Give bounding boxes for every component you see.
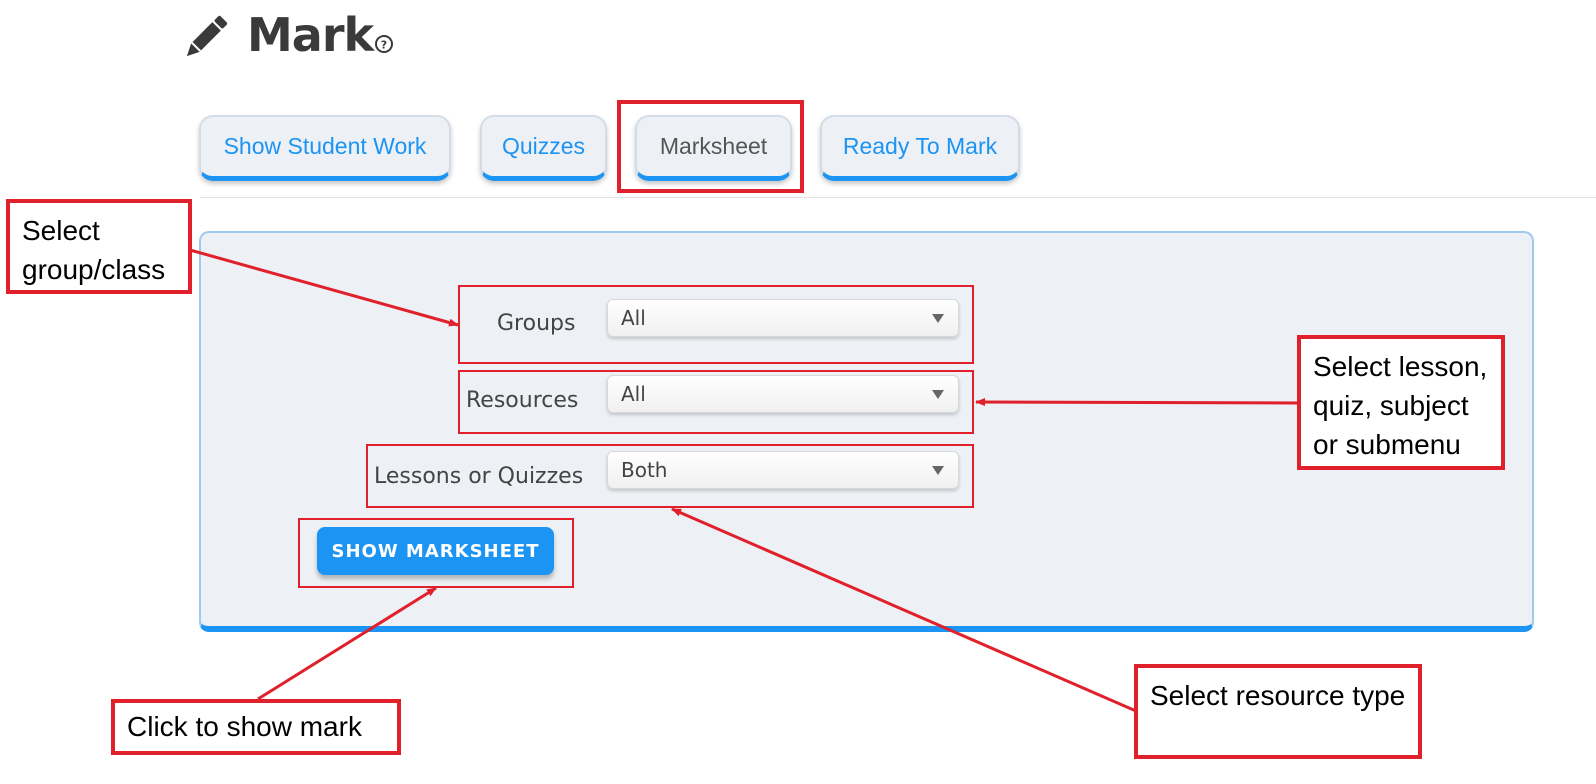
lessons-or-quizzes-label: Lessons or Quizzes bbox=[374, 464, 584, 489]
tab-divider bbox=[200, 197, 1596, 198]
callout-select-group: Select group/class bbox=[6, 199, 192, 294]
highlight-show-marksheet bbox=[298, 518, 574, 588]
show-marksheet-button[interactable]: SHOW MARKSHEET bbox=[317, 527, 554, 575]
question-circle-icon[interactable]: ? bbox=[374, 34, 394, 54]
lessons-or-quizzes-select-value: Both bbox=[621, 458, 668, 482]
callout-select-lesson: Select lesson, quiz, subject or submenu bbox=[1297, 335, 1505, 470]
highlight-lessons-or-quizzes bbox=[366, 444, 974, 508]
tab-ready-to-mark[interactable]: Ready To Mark bbox=[820, 115, 1020, 181]
pencil-icon bbox=[186, 15, 228, 57]
callout-select-resource-type: Select resource type bbox=[1134, 664, 1422, 759]
highlight-resources bbox=[458, 370, 974, 434]
groups-label: Groups bbox=[497, 311, 576, 336]
caret-down-icon bbox=[932, 466, 944, 475]
page-title: Mark bbox=[247, 8, 374, 62]
groups-select[interactable]: All bbox=[607, 299, 959, 337]
highlight-marksheet-tab bbox=[617, 100, 804, 193]
svg-text:?: ? bbox=[381, 39, 387, 52]
tab-show-student-work[interactable]: Show Student Work bbox=[199, 115, 451, 181]
tab-quizzes[interactable]: Quizzes bbox=[480, 115, 607, 181]
resources-select-value: All bbox=[621, 382, 646, 406]
resources-select[interactable]: All bbox=[607, 375, 959, 413]
tab-marksheet[interactable]: Marksheet bbox=[635, 115, 792, 181]
caret-down-icon bbox=[932, 390, 944, 399]
callout-click-to-show-mark: Click to show mark bbox=[111, 699, 401, 755]
highlight-groups bbox=[458, 285, 974, 364]
lessons-or-quizzes-select[interactable]: Both bbox=[607, 451, 959, 489]
resources-label: Resources bbox=[466, 388, 579, 413]
caret-down-icon bbox=[932, 314, 944, 323]
groups-select-value: All bbox=[621, 306, 646, 330]
